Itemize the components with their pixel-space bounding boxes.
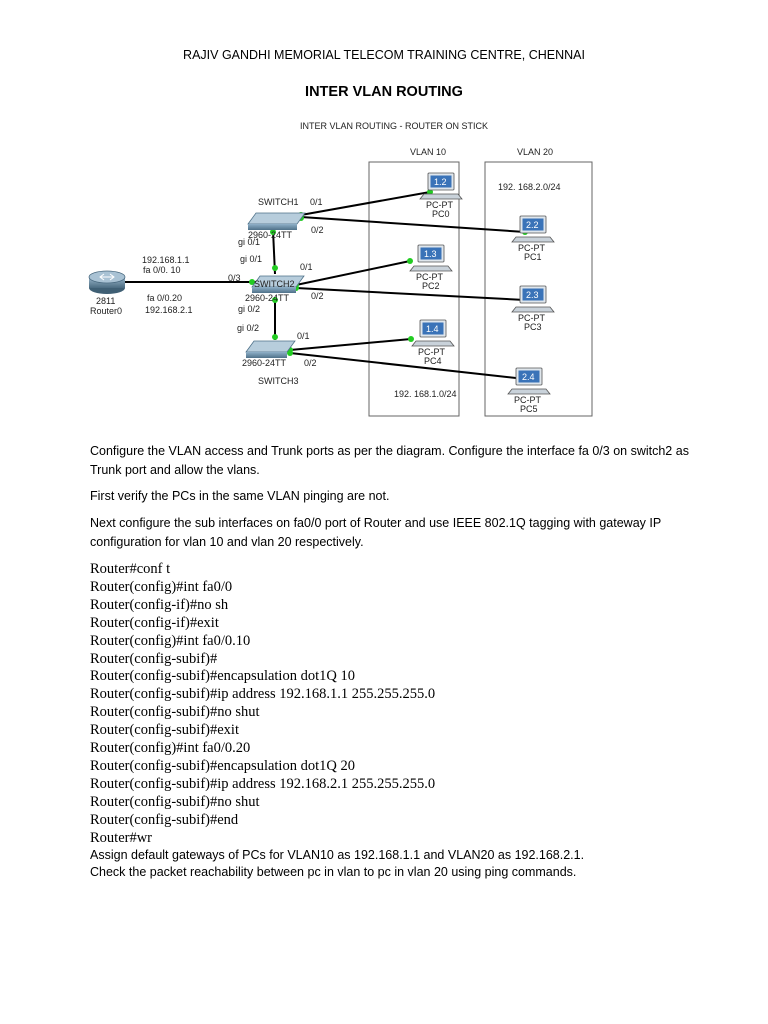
diagram-caption: INTER VLAN ROUTING - ROUTER ON STICK (300, 121, 488, 131)
vlan10-box (368, 161, 460, 417)
switch3-port-02: 0/2 (304, 358, 317, 368)
pc2-type: PC-PT (416, 272, 444, 282)
pc3-type: PC-PT (518, 313, 546, 323)
vlan10-subnet: 192. 168.1.0/24 (394, 389, 457, 399)
router-config-block: Router#conf t Router(config)#int fa0/0 R… (90, 561, 435, 848)
vlan20-subnet: 192. 168.2.0/24 (498, 182, 561, 192)
instruction-paragraph-2: First verify the PCs in the same VLAN pi… (90, 489, 390, 503)
switch1-model: 2960-24TT (248, 230, 293, 240)
switch1-gi: gi 0/1 (238, 237, 260, 247)
router-sub2-ip: 192.168.2.1 (145, 305, 193, 315)
pc0-type: PC-PT (426, 200, 454, 210)
switch1-port-01: 0/1 (310, 197, 323, 207)
router-sub1-ip: 192.168.1.1 (142, 255, 190, 265)
config-line: Router(config-subif)#encapsulation dot1Q… (90, 757, 355, 774)
pc4-type: PC-PT (418, 347, 446, 357)
pc4-ip: 1.4 (426, 324, 439, 334)
config-line: Router(config-subif)#no shut (90, 704, 260, 721)
network-diagram: INTER VLAN ROUTING - ROUTER ON STICK VLA… (88, 121, 593, 417)
pc1-ip: 2.2 (526, 220, 539, 230)
config-line: Router(config-if)#exit (90, 614, 219, 631)
pc5-name: PC5 (520, 404, 538, 414)
document-title: INTER VLAN ROUTING (305, 84, 463, 100)
switch3-icon (245, 340, 296, 358)
switch3-model: 2960-24TT (242, 358, 287, 368)
config-line: Router#conf t (90, 561, 171, 577)
config-line: Router(config-subif)#end (90, 811, 239, 828)
switch2-icon (251, 275, 305, 293)
pc3-ip: 2.3 (526, 290, 539, 300)
switch3-gi: gi 0/2 (237, 323, 259, 333)
switch2-port-03: 0/3 (228, 273, 241, 283)
switch1-name: SWITCH1 (258, 197, 299, 207)
router-sub2-if: fa 0/0.20 (147, 293, 182, 303)
router-sub1-if: fa 0/0. 10 (143, 265, 181, 275)
switch1-icon (247, 212, 306, 230)
router-model: 2811 (96, 296, 115, 306)
switch2-port-01: 0/1 (300, 262, 313, 272)
config-line: Router#wr (90, 829, 153, 846)
config-line: Router(config-subif)#ip address 192.168.… (90, 686, 436, 703)
vlan20-label: VLAN 20 (517, 147, 553, 157)
pc3-name: PC3 (524, 322, 542, 332)
config-line: Router(config)#int fa0/0.20 (90, 740, 251, 757)
pc2-name: PC2 (422, 281, 440, 291)
config-line: Router(config-subif)#ip address 192.168.… (90, 775, 436, 792)
pc1-type: PC-PT (518, 243, 546, 253)
config-line: Router(config-subif)# (90, 650, 218, 667)
pc4-name: PC4 (424, 356, 442, 366)
switch2-gi-a: gi 0/1 (240, 254, 262, 264)
switch2-name: SWITCH2 (254, 279, 295, 289)
pc0-name: PC0 (432, 209, 450, 219)
instruction-paragraph-3: Next configure the sub interfaces on fa0… (90, 516, 661, 549)
pc2-ip: 1.3 (424, 249, 437, 259)
config-line: Router(config-subif)#exit (90, 722, 239, 739)
router-name: Router0 (90, 306, 122, 316)
router-icon (88, 270, 126, 294)
pc5-ip: 2.4 (522, 372, 535, 382)
config-line: Router(config)#int fa0/0.10 (90, 632, 251, 649)
closing-instructions: Assign default gateways of PCs for VLAN1… (90, 847, 584, 881)
instruction-paragraph-1: Configure the VLAN access and Trunk port… (90, 444, 689, 477)
config-line: Router(config-if)#no sh (90, 596, 229, 613)
config-line: Router(config-subif)#encapsulation dot1Q… (90, 668, 355, 685)
switch3-name: SWITCH3 (258, 376, 299, 386)
config-line: Router(config)#int fa0/0 (90, 578, 233, 595)
switch2-gi-b: gi 0/2 (238, 304, 260, 314)
switch3-port-01: 0/1 (297, 331, 310, 341)
switch1-port-02: 0/2 (311, 225, 324, 235)
vlan10-label: VLAN 10 (410, 147, 446, 157)
switch2-model: 2960-24TT (245, 293, 290, 303)
pc0-ip: 1.2 (434, 177, 447, 187)
switch2-port-02: 0/2 (311, 291, 324, 301)
institution-header: RAJIV GANDHI MEMORIAL TELECOM TRAINING C… (183, 48, 585, 62)
vlan20-box (484, 161, 593, 417)
gateway-instruction: Assign default gateways of PCs for VLAN1… (90, 848, 585, 862)
pc5-type: PC-PT (514, 395, 542, 405)
config-line: Router(config-subif)#no shut (90, 793, 260, 810)
ping-instruction: Check the packet reachability between pc… (90, 865, 577, 879)
pc1-name: PC1 (524, 252, 542, 262)
links (122, 191, 526, 380)
